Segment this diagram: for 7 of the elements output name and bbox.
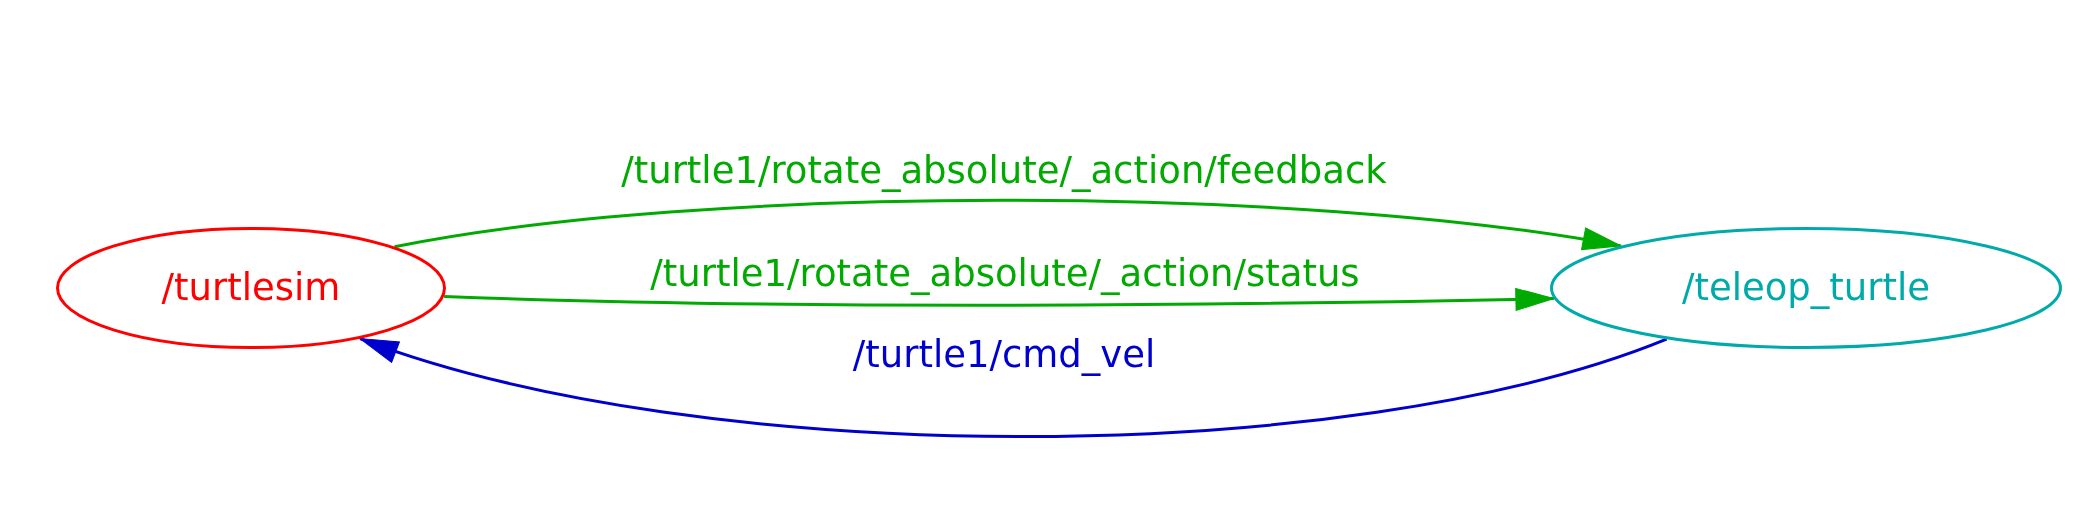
ellipse-node <box>1550 227 2062 349</box>
arrow <box>394 198 1622 252</box>
arrow <box>359 337 1668 438</box>
arrow <box>444 287 1555 311</box>
node-label: /turtlesim <box>161 265 341 311</box>
ellipse-node <box>56 227 446 349</box>
node-label: /teleop_turtle <box>1681 265 1931 311</box>
